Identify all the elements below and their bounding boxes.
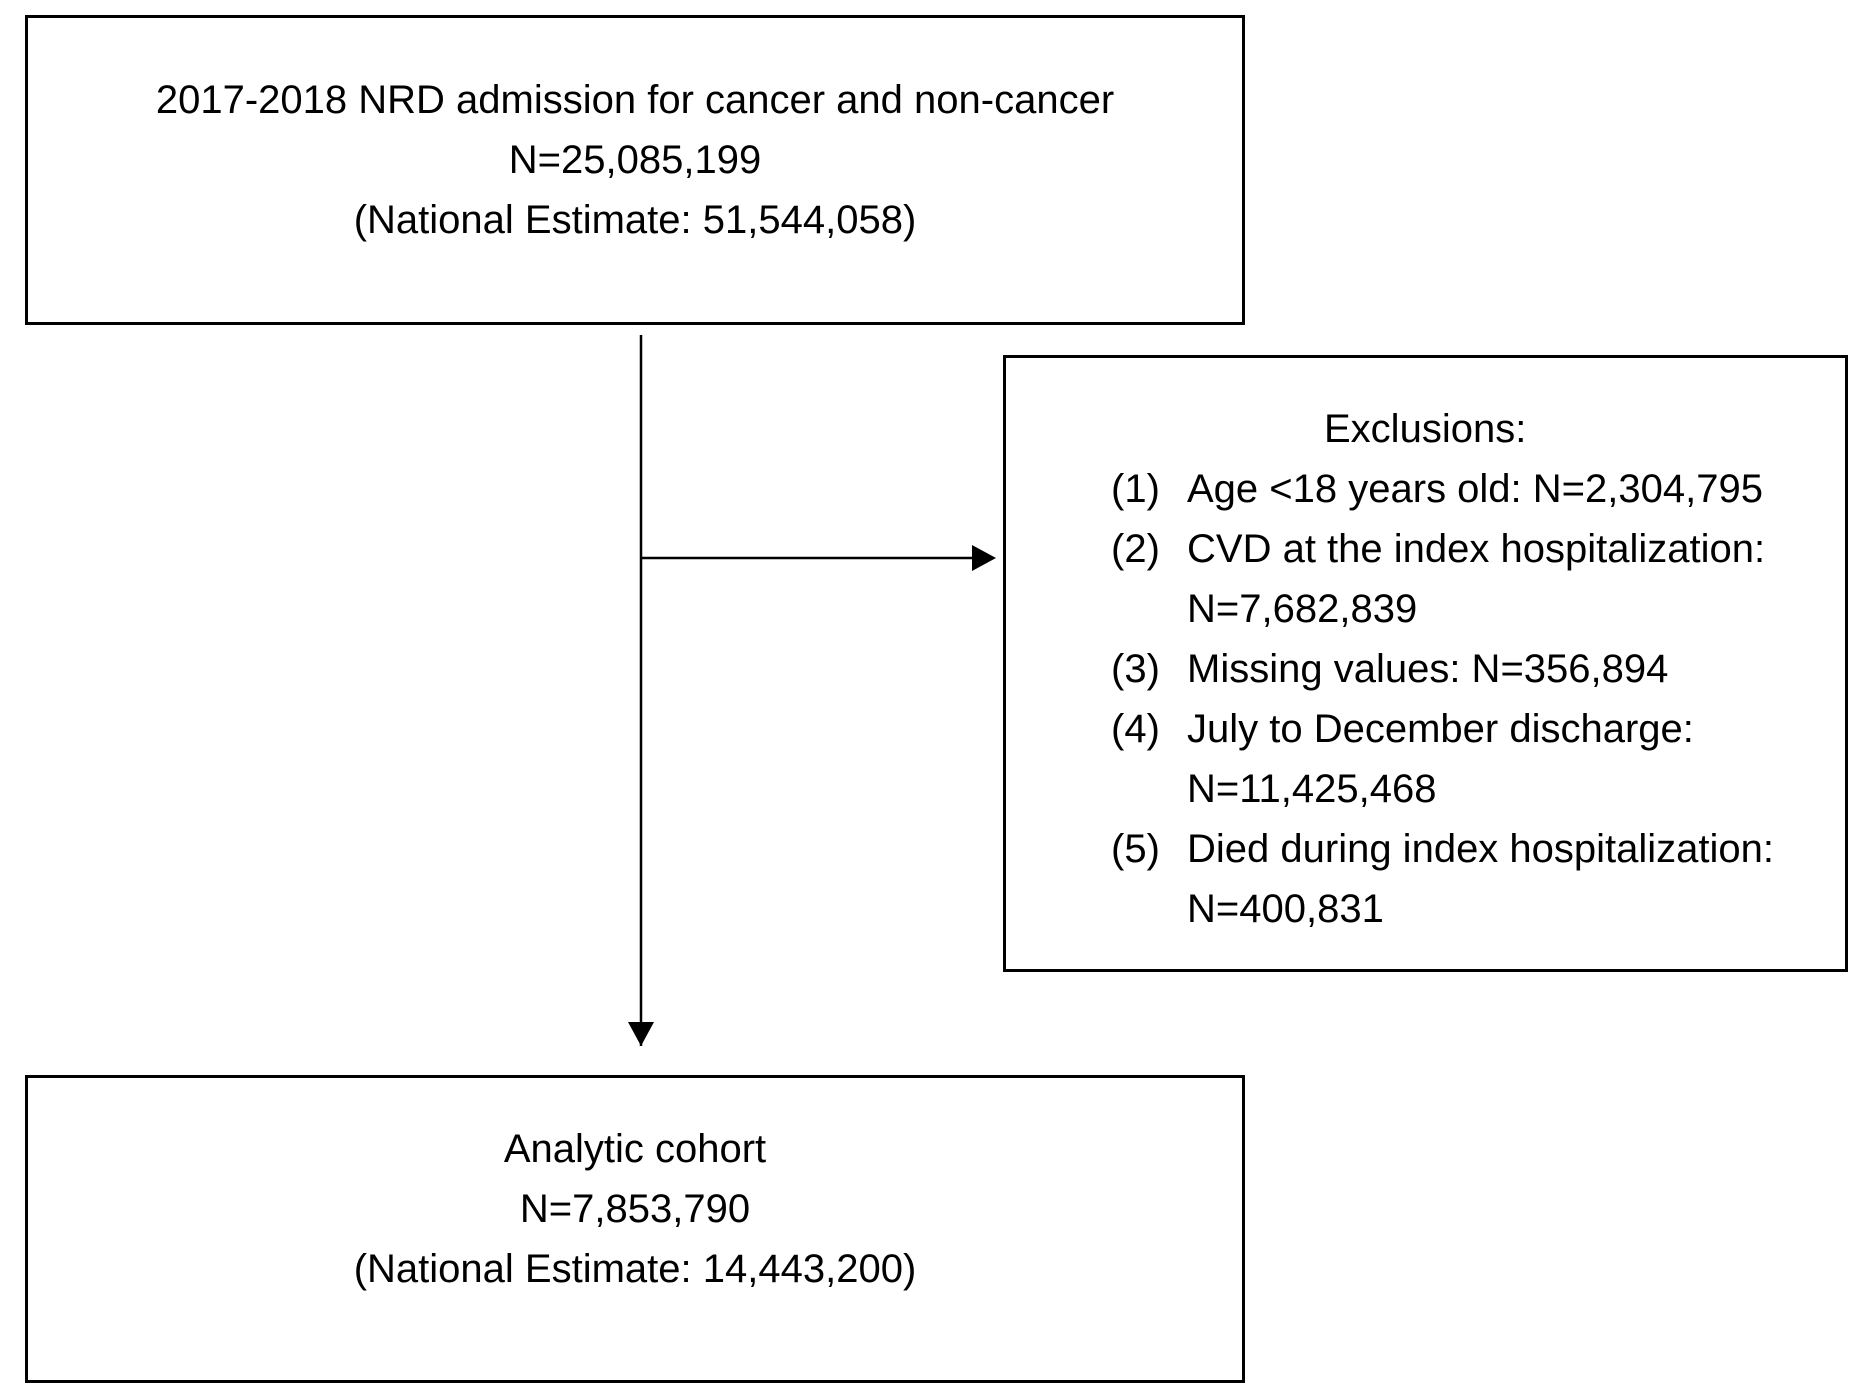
exclusion-item: (1) Age <18 years old: N=2,304,795	[1111, 459, 1817, 519]
exclusion-arrowhead	[972, 545, 996, 571]
exclusion-item: (4) July to December discharge: N=11,425…	[1111, 699, 1817, 819]
exclusion-number: (1)	[1111, 467, 1160, 511]
source-population-box: 2017-2018 NRD admission for cancer and n…	[25, 15, 1245, 325]
exclusions-list: (1) Age <18 years old: N=2,304,795 (2) C…	[1111, 459, 1817, 939]
exclusion-number: (3)	[1111, 647, 1160, 691]
exclusion-text: CVD at the index hospitalization: N=7,68…	[1187, 527, 1766, 631]
exclusion-item: (2) CVD at the index hospitalization: N=…	[1111, 519, 1817, 639]
exclusions-box: Exclusions: (1) Age <18 years old: N=2,3…	[1003, 355, 1848, 972]
exclusion-text: July to December discharge: N=11,425,468	[1187, 707, 1694, 811]
exclusion-item: (3) Missing values: N=356,894	[1111, 639, 1817, 699]
source-population-estimate: (National Estimate: 51,544,058)	[353, 198, 917, 242]
exclusion-text: Died during index hospitalization: N=400…	[1187, 827, 1775, 931]
analytic-cohort-title: Analytic cohort	[503, 1127, 767, 1171]
exclusion-number: (2)	[1111, 527, 1160, 571]
exclusion-item: (5) Died during index hospitalization: N…	[1111, 819, 1817, 939]
exclusion-text: Missing values: N=356,894	[1187, 647, 1669, 691]
exclusion-number: (5)	[1111, 827, 1160, 871]
analytic-cohort-estimate: (National Estimate: 14,443,200)	[353, 1247, 917, 1291]
analytic-cohort-box: Analytic cohort N=7,853,790 (National Es…	[25, 1075, 1245, 1383]
main-flow-arrowhead	[628, 1022, 654, 1046]
exclusion-text: Age <18 years old: N=2,304,795	[1187, 467, 1763, 511]
exclusions-title: Exclusions:	[1324, 407, 1527, 451]
exclusion-number: (4)	[1111, 707, 1160, 751]
analytic-cohort-count: N=7,853,790	[519, 1187, 751, 1231]
source-population-count: N=25,085,199	[508, 138, 762, 182]
source-population-title: 2017-2018 NRD admission for cancer and n…	[155, 78, 1115, 122]
